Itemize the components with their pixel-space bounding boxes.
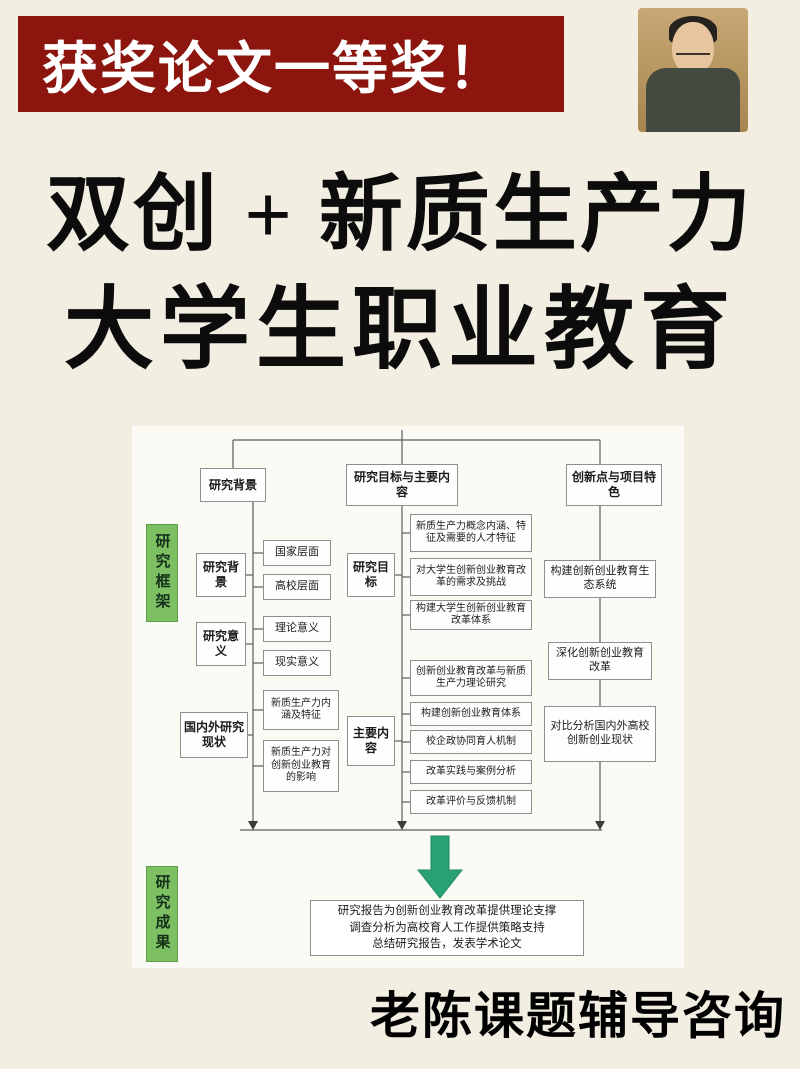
flow-left-child-practical: 现实意义: [263, 650, 331, 676]
flow-left-parent-background: 研究背景: [196, 553, 246, 597]
portrait-photo: [638, 8, 748, 132]
flow-left-parent-significance: 研究意义: [196, 622, 246, 666]
flow-mid-child-education-system: 构建创新创业教育体系: [410, 702, 532, 726]
flow-mid-child-case-analysis: 改革实践与案例分析: [410, 760, 532, 784]
summary-line-3: 总结研究报告，发表学术论文: [372, 938, 522, 951]
flow-right-child-ecosystem: 构建创新创业教育生态系统: [544, 560, 656, 598]
side-label-research-framework: 研究框架: [146, 524, 178, 622]
award-banner-text: 获奖论文一等奖！: [42, 38, 506, 101]
summary-line-2: 调查分析为高校育人工作提供策略支持: [349, 921, 545, 934]
flow-mid-child-collaboration: 校企政协同育人机制: [410, 730, 532, 754]
flow-left-child-theoretical: 理论意义: [263, 616, 331, 642]
flow-mid-parent-goals: 研究目标: [347, 553, 395, 597]
flow-right-child-deepen-reform: 深化创新创业教育改革: [548, 642, 652, 680]
side-label-research-results: 研究成果: [146, 866, 178, 962]
flow-left-child-connotation: 新质生产力内涵及特征: [263, 690, 339, 730]
flow-top-innovation-features: 创新点与项目特色: [566, 464, 662, 506]
page-title-line2: 大学生职业教育: [64, 280, 736, 380]
flow-left-parent-research-status: 国内外研究现状: [180, 712, 248, 758]
flow-mid-child-feedback: 改革评价与反馈机制: [410, 790, 532, 814]
flow-mid-child-theory-research: 创新创业教育改革与新质生产力理论研究: [410, 660, 532, 696]
summary-line-1: 研究报告为创新创业教育改革提供理论支撑: [337, 904, 557, 917]
flow-left-child-university-level: 高校层面: [263, 574, 331, 600]
flow-mid-child-reform-demand: 对大学生创新创业教育改革的需求及挑战: [410, 558, 532, 596]
flow-top-goals-content: 研究目标与主要内容: [346, 464, 458, 506]
footer-signature: 老陈课题辅导咨询: [370, 988, 786, 1044]
portrait-jacket: [646, 68, 740, 132]
results-summary-box: 研究报告为创新创业教育改革提供理论支撑 调查分析为高校育人工作提供策略支持 总结…: [310, 900, 584, 956]
flow-mid-child-reform-system: 构建大学生创新创业教育改革体系: [410, 600, 532, 630]
flow-left-child-impact: 新质生产力对创新创业教育的影响: [263, 740, 339, 792]
flow-mid-parent-main-content: 主要内容: [347, 716, 395, 766]
flow-top-research-background: 研究背景: [200, 468, 266, 502]
portrait-face: [672, 22, 714, 74]
page-title: 双创 + 新质生产力 大学生职业教育: [0, 168, 800, 382]
portrait-glasses: [676, 44, 710, 55]
diagram-panel: [132, 426, 684, 968]
page-title-line1: 双创 + 新质生产力: [46, 169, 754, 262]
flow-left-child-national-level: 国家层面: [263, 540, 331, 566]
flow-right-child-comparison: 对比分析国内外高校创新创业现状: [544, 706, 656, 762]
flow-mid-child-talent-traits: 新质生产力概念内涵、特征及需要的人才特征: [410, 514, 532, 552]
award-banner: 获奖论文一等奖！: [18, 16, 564, 112]
